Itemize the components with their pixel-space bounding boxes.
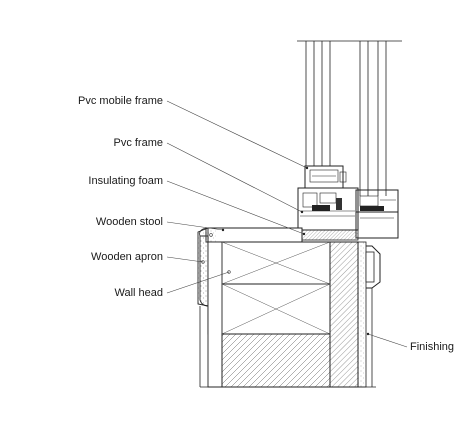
label-wall-head: Wall head xyxy=(114,287,163,299)
leader-wooden-stool xyxy=(166,221,224,231)
label-pvc-mobile-frame: Pvc mobile frame xyxy=(78,95,163,107)
label-wooden-stool: Wooden stool xyxy=(96,216,163,228)
masonry-wall-block xyxy=(221,333,331,388)
labels: Pvc mobile frame Pvc frame Insulating fo… xyxy=(78,95,454,353)
pvc-mobile-frame-profile xyxy=(304,41,399,213)
label-insulating-foam: Insulating foam xyxy=(88,175,163,187)
label-pvc-frame: Pvc frame xyxy=(113,137,163,149)
label-wooden-apron: Wooden apron xyxy=(91,251,163,263)
leader-finishing xyxy=(367,333,408,348)
leader-insulating-foam xyxy=(166,180,305,235)
insulating-foam-strip xyxy=(299,229,359,241)
leader-pvc-frame xyxy=(166,142,303,213)
leader-lines xyxy=(166,100,408,348)
wooden-stool xyxy=(199,227,303,243)
wooden-apron xyxy=(197,227,209,307)
leader-pvc-mobile-frame xyxy=(166,100,308,169)
label-finishing: Finishing xyxy=(410,341,454,353)
leader-wooden-apron xyxy=(166,256,204,263)
leader-wall-head xyxy=(166,271,230,294)
finishing-layer xyxy=(329,241,381,388)
